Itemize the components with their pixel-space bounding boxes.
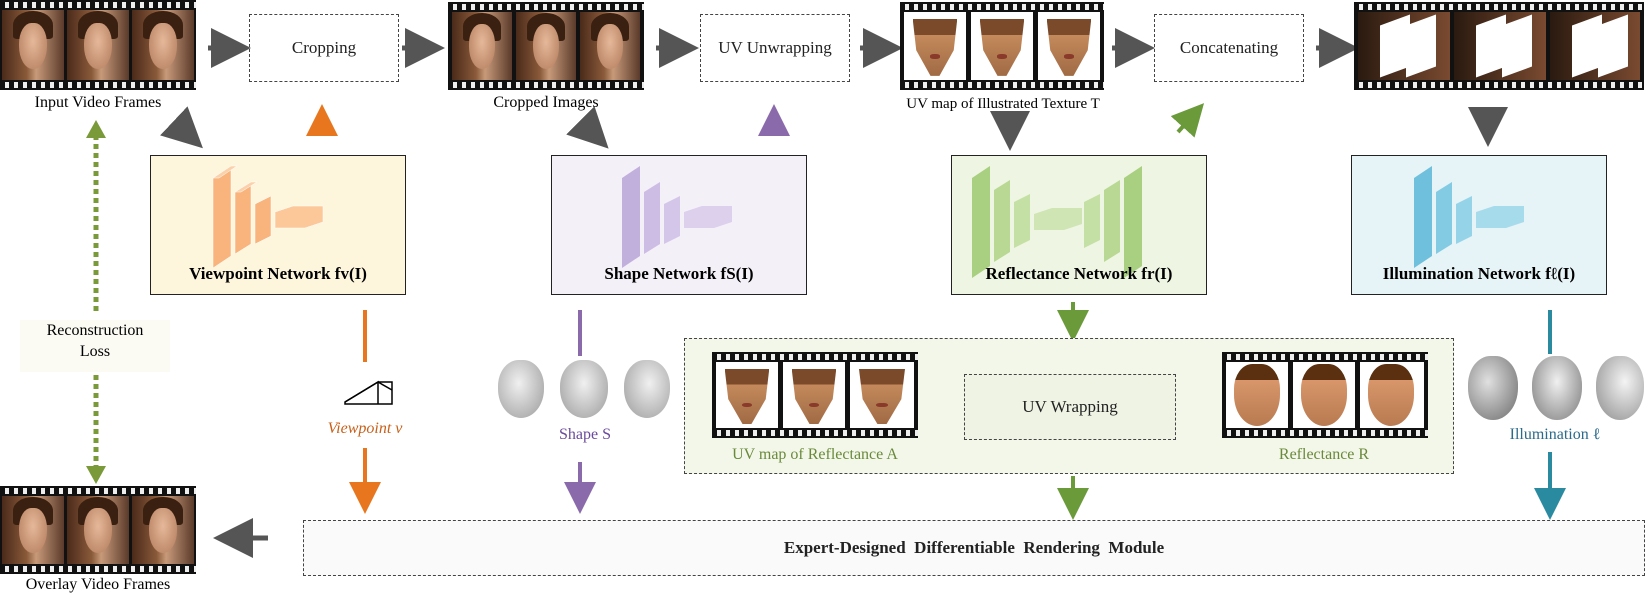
- reconstruction-loss-line1: Reconstruction: [46, 322, 144, 339]
- shape-arrows: [564, 104, 790, 514]
- rendering-module: Expert-Designed Differentiable Rendering…: [303, 520, 1645, 576]
- overlay-video-frames: [0, 486, 196, 574]
- top-row-arrows: [160, 28, 1508, 558]
- concatenating-box: Concatenating: [1154, 14, 1304, 82]
- shape-heads: [498, 360, 678, 420]
- uv-reflectance-frames: [712, 352, 918, 438]
- cropped-images-caption: Cropped Images: [493, 94, 599, 111]
- shape-network: Shape Network fS(I): [551, 155, 807, 295]
- illumination-caption: Illumination ℓ: [1509, 426, 1601, 443]
- reflectance-cnn-icon: [972, 166, 1142, 278]
- uv-reflectance-caption: UV map of Reflectance A: [732, 446, 898, 463]
- reconstruction-loss-line2: Loss: [79, 343, 111, 360]
- reconstruction-loss: Reconstruction Loss: [20, 320, 170, 372]
- reflectance-network-label: Reflectance Network fr(I): [985, 264, 1173, 283]
- uv-unwrapping-box: UV Unwrapping: [700, 14, 850, 82]
- reflectance-frames: [1222, 352, 1428, 438]
- uv-wrapping-box: UV Wrapping: [964, 374, 1176, 440]
- camera-icon: [344, 380, 393, 405]
- reflectance-caption: Reflectance R: [1278, 446, 1370, 463]
- viewpoint-caption: Viewpoint v: [327, 420, 403, 437]
- input-frames-caption: Input Video Frames: [34, 94, 162, 111]
- reflectance-network: Reflectance Network fr(I): [951, 155, 1207, 295]
- cropping-box: Cropping: [249, 14, 399, 82]
- viewpoint-network-label: Viewpoint Network fv(I): [189, 264, 367, 283]
- shape-cnn-icon: [622, 166, 732, 268]
- uv-illustrated-caption: UV map of Illustrated Texture T: [906, 96, 1100, 112]
- illumination-network: Illumination Network fℓ(I): [1351, 155, 1607, 295]
- illumination-cnn-icon: [1414, 166, 1524, 268]
- shape-network-label: Shape Network fS(I): [604, 264, 754, 283]
- overlay-frames-caption: Overlay Video Frames: [25, 576, 171, 593]
- illumination-heads: [1468, 356, 1648, 422]
- rendering-module-label: Expert-Designed Differentiable Rendering…: [783, 538, 1165, 557]
- input-video-frames: [0, 0, 196, 90]
- shape-caption: Shape S: [559, 426, 611, 443]
- uv-illustrated-texture: [900, 2, 1104, 90]
- illumination-network-label: Illumination Network fℓ(I): [1382, 264, 1576, 283]
- viewpoint-cnn-icon: [212, 165, 324, 269]
- cropped-images: [448, 2, 644, 90]
- concatenated-frames: [1354, 2, 1644, 90]
- viewpoint-arrows: [306, 104, 381, 514]
- viewpoint-network: Viewpoint Network fv(I): [150, 155, 406, 295]
